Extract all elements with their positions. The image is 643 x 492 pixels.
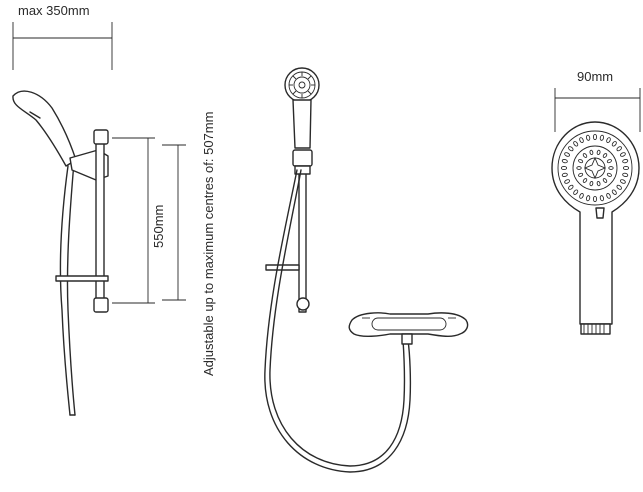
head-width-label: 90mm bbox=[577, 69, 613, 84]
spray-nozzle bbox=[579, 137, 584, 143]
spray-nozzle bbox=[561, 172, 568, 178]
spray-nozzle bbox=[564, 179, 570, 184]
head-detail-view: 90mm bbox=[551, 69, 641, 335]
adjustable-centres-dimension: Adjustable up to maximum centres of: 507… bbox=[162, 112, 216, 376]
spray-nozzle bbox=[602, 178, 608, 183]
head-width-dimension: 90mm bbox=[554, 69, 641, 132]
spray-nozzle bbox=[589, 180, 594, 187]
front-shower-head bbox=[284, 67, 320, 149]
spray-nozzle bbox=[585, 195, 591, 202]
spray-nozzle bbox=[582, 178, 588, 183]
spray-nozzle bbox=[568, 184, 574, 190]
front-valve bbox=[348, 312, 469, 345]
spray-nozzle bbox=[608, 166, 614, 170]
spray-nozzle bbox=[592, 133, 598, 141]
spray-nozzle bbox=[578, 172, 584, 177]
side-view: max 350mm 550mm bbox=[12, 3, 216, 416]
spray-nozzle bbox=[589, 149, 594, 156]
spray-nozzle bbox=[573, 141, 579, 147]
front-hose bbox=[264, 169, 412, 473]
bar-length-dimension: 550mm bbox=[112, 137, 166, 304]
spray-nozzle bbox=[622, 172, 629, 178]
spray-nozzle bbox=[568, 146, 574, 152]
bar-length-label: 550mm bbox=[151, 205, 166, 248]
spray-nozzle bbox=[599, 134, 605, 141]
spray-nozzle bbox=[616, 184, 622, 190]
spray-nozzle bbox=[611, 141, 617, 147]
spray-nozzle bbox=[578, 159, 584, 164]
spray-nozzle bbox=[599, 195, 605, 202]
spray-nozzle bbox=[602, 153, 608, 158]
spray-nozzle bbox=[622, 158, 629, 164]
spray-nozzle bbox=[592, 195, 598, 203]
spray-nozzle bbox=[606, 172, 612, 177]
spray-nozzle bbox=[596, 180, 601, 187]
spray-nozzle bbox=[620, 179, 626, 184]
spray-nozzle bbox=[582, 153, 588, 158]
spray-nozzle bbox=[611, 189, 617, 195]
spray-nozzle bbox=[564, 152, 570, 157]
spray-nozzle bbox=[620, 152, 626, 157]
spray-nozzle bbox=[585, 134, 591, 141]
front-riser-rail bbox=[265, 149, 313, 313]
side-riser-rail bbox=[55, 129, 109, 313]
spray-nozzle bbox=[579, 193, 584, 199]
spray-nozzle bbox=[616, 146, 622, 152]
spray-nozzle bbox=[606, 159, 612, 164]
spray-nozzle bbox=[561, 158, 568, 164]
max-width-label: max 350mm bbox=[18, 3, 90, 18]
spray-nozzle bbox=[606, 137, 611, 143]
head-face bbox=[551, 121, 640, 335]
spray-nozzle bbox=[573, 189, 579, 195]
adjustable-centres-label: Adjustable up to maximum centres of: 507… bbox=[201, 112, 216, 376]
front-view bbox=[264, 67, 469, 473]
max-width-dimension: max 350mm bbox=[12, 3, 113, 70]
spray-nozzle bbox=[596, 149, 601, 156]
spray-nozzle bbox=[606, 193, 611, 199]
spray-nozzle bbox=[622, 165, 630, 171]
spray-nozzle bbox=[576, 166, 582, 170]
spray-nozzle bbox=[560, 165, 568, 171]
